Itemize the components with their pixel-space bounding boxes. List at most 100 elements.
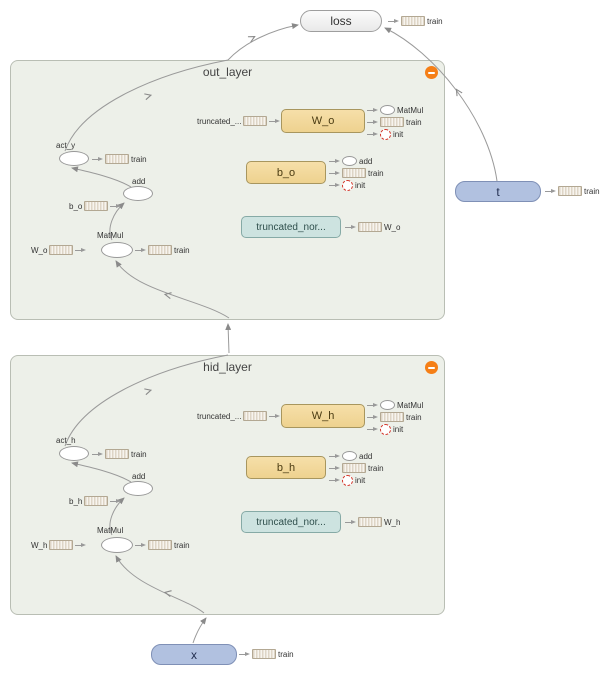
t-out-train-label: train	[584, 186, 600, 196]
init-dashed-icon[interactable]	[380, 423, 391, 435]
summary-icon[interactable]	[148, 245, 172, 255]
weight-out-train-label: train	[406, 412, 422, 422]
arrow-icon	[239, 651, 250, 658]
node-bias-label: b_o	[276, 166, 296, 179]
bias-output-train-row: train	[329, 463, 384, 473]
act-output-row: train	[92, 154, 147, 164]
op-ref-icon[interactable]	[342, 156, 357, 166]
summary-icon[interactable]	[84, 496, 109, 506]
matmul-output-row: train	[135, 540, 190, 550]
act-out-train-label: train	[131, 154, 147, 164]
arrow-icon	[75, 247, 87, 254]
bias-out-init-label: init	[355, 180, 366, 190]
summary-icon[interactable]	[148, 540, 172, 550]
matmul-op-label: MatMul	[97, 526, 124, 535]
summary-icon[interactable]	[105, 449, 129, 459]
x-out-train-label: train	[278, 649, 294, 659]
weight-input-label: truncated_...	[197, 411, 242, 421]
namespace-hid-layer[interactable]: hid_layer truncated_... W_h MatMul train…	[10, 355, 445, 615]
namespace-out-layer[interactable]: out_layer truncated_... W_o MatMul train…	[10, 60, 445, 320]
node-weight[interactable]: W_h	[281, 404, 365, 428]
arrow-icon	[329, 158, 340, 165]
summary-icon[interactable]	[49, 540, 74, 550]
node-bias-label: b_h	[276, 461, 296, 474]
minus-icon	[428, 366, 435, 369]
summary-icon[interactable]	[252, 649, 276, 659]
summary-icon[interactable]	[358, 517, 382, 527]
trunc-out-label: W_o	[384, 222, 401, 232]
matmul-op-ellipse[interactable]	[101, 242, 133, 258]
add-input-row: b_h	[69, 496, 122, 506]
node-weight-label: W_h	[311, 410, 335, 422]
op-ref-icon[interactable]	[380, 105, 395, 115]
weight-input-row: truncated_...	[197, 116, 281, 126]
summary-icon[interactable]	[558, 186, 582, 196]
matmul-output-row: train	[135, 245, 190, 255]
node-weight-label: W_o	[311, 115, 335, 127]
collapse-button-out-layer[interactable]	[425, 66, 438, 79]
arrow-icon	[367, 414, 378, 421]
summary-icon[interactable]	[342, 168, 366, 178]
summary-icon[interactable]	[401, 16, 425, 26]
act-op-label: act_h	[56, 436, 76, 445]
summary-icon[interactable]	[49, 245, 74, 255]
act-op-ellipse[interactable]	[59, 446, 89, 461]
init-dashed-icon[interactable]	[380, 128, 391, 140]
arrow-icon	[75, 542, 87, 549]
matmul-input-row: W_h	[31, 540, 87, 550]
arrow-icon	[92, 451, 103, 458]
trunc-out-label: W_h	[384, 517, 401, 527]
arrow-icon	[110, 203, 122, 210]
collapse-button-hid-layer[interactable]	[425, 361, 438, 374]
summary-icon[interactable]	[342, 463, 366, 473]
node-weight[interactable]: W_o	[281, 109, 365, 133]
node-loss[interactable]: loss	[300, 10, 382, 32]
arrow-icon	[345, 224, 356, 231]
node-bias[interactable]: b_o	[246, 161, 326, 184]
arrow-icon	[545, 188, 556, 195]
weight-output-train-row: train	[367, 412, 422, 422]
bias-out-train-label: train	[368, 168, 384, 178]
node-loss-label: loss	[330, 14, 352, 28]
summary-icon[interactable]	[380, 412, 404, 422]
node-truncated-normal[interactable]: truncated_nor...	[241, 511, 341, 533]
namespace-title-out-layer: out_layer	[202, 65, 253, 79]
summary-icon[interactable]	[380, 117, 404, 127]
matmul-op-label: MatMul	[97, 231, 124, 240]
summary-icon[interactable]	[243, 116, 268, 126]
node-t[interactable]: t	[455, 181, 541, 202]
add-op-ellipse[interactable]	[123, 186, 153, 201]
summary-icon[interactable]	[84, 201, 109, 211]
act-op-ellipse[interactable]	[59, 151, 89, 166]
weight-output-matmul-row: MatMul	[367, 105, 423, 115]
trunc-output-row: W_h	[345, 517, 400, 527]
arrow-icon	[329, 182, 340, 189]
summary-icon[interactable]	[358, 222, 382, 232]
arrow-icon	[367, 402, 378, 409]
bias-output-add-row: add	[329, 156, 372, 166]
weight-output-init-row: init	[367, 423, 403, 435]
summary-icon[interactable]	[105, 154, 129, 164]
trunc-output-row: W_o	[345, 222, 400, 232]
summary-icon[interactable]	[243, 411, 268, 421]
arrow-icon	[92, 156, 103, 163]
arrow-icon	[329, 465, 340, 472]
init-dashed-icon[interactable]	[342, 179, 353, 191]
matmul-in-weight-label: W_o	[31, 245, 48, 255]
init-dashed-icon[interactable]	[342, 474, 353, 486]
arrow-icon	[367, 119, 378, 126]
op-ref-icon[interactable]	[342, 451, 357, 461]
node-bias[interactable]: b_h	[246, 456, 326, 479]
matmul-out-train-label: train	[174, 540, 190, 550]
arrow-icon	[367, 426, 378, 433]
op-ref-icon[interactable]	[380, 400, 395, 410]
node-truncated-normal-label: truncated_nor...	[256, 221, 326, 233]
bias-out-init-label: init	[355, 475, 366, 485]
matmul-op-ellipse[interactable]	[101, 537, 133, 553]
weight-output-matmul-row: MatMul	[367, 400, 423, 410]
node-truncated-normal[interactable]: truncated_nor...	[241, 216, 341, 238]
arrow-icon	[269, 413, 281, 420]
add-op-ellipse[interactable]	[123, 481, 153, 496]
arrow-icon	[329, 477, 340, 484]
node-x[interactable]: x	[151, 644, 237, 665]
